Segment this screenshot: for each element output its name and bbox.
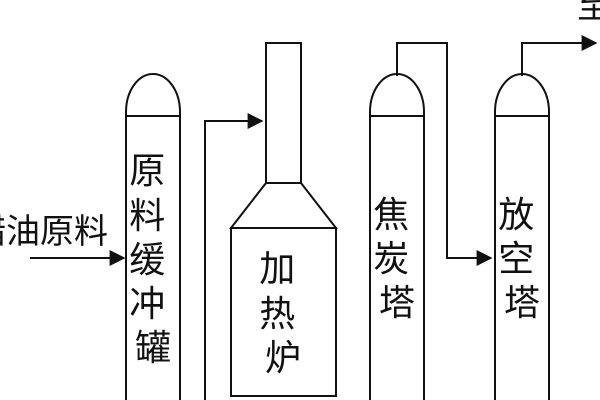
- blowdown-tower-vessel: [494, 73, 550, 400]
- coke-tower-label: 焦 炭 塔: [373, 195, 420, 324]
- furnace-char-1: 加: [259, 249, 295, 290]
- buffer-tank-char-2: 料: [129, 196, 165, 237]
- feed-label: 蜡油原料: [0, 212, 108, 252]
- buffer-tank-char-5: 罐: [135, 328, 171, 369]
- blowdown-tower-char-1: 放: [498, 195, 534, 236]
- buffer-tank-char-1: 原: [129, 151, 165, 192]
- coke-to-blowdown-line: [396, 42, 493, 266]
- coke-tower-char-2: 炭: [373, 239, 409, 280]
- furnace-stack: [265, 42, 302, 184]
- furnace-hood: [228, 182, 339, 229]
- furnace-label: 加 热 炉: [259, 249, 306, 379]
- coke-tower-char-1: 焦: [373, 195, 409, 236]
- buffer-tank-char-3: 缓: [129, 240, 165, 281]
- furnace-body: [230, 227, 337, 397]
- blowdown-tower-char-2: 空: [498, 239, 534, 280]
- coke-tower-vessel: [369, 73, 425, 400]
- furnace-char-2: 热: [259, 294, 295, 335]
- outlet-label: 至: [577, 0, 600, 27]
- blowdown-tower-char-3: 塔: [504, 283, 540, 324]
- blowdown-outlet-line: [521, 35, 598, 76]
- feed-to-furnace-line: [204, 113, 264, 400]
- buffer-tank-label: 原 料 缓 冲 罐: [129, 151, 176, 369]
- blowdown-tower-label: 放 空 塔: [498, 195, 545, 324]
- buffer-tank-vessel: [125, 73, 181, 400]
- buffer-tank-char-4: 冲: [129, 284, 165, 325]
- furnace-char-3: 炉: [265, 338, 301, 379]
- coke-tower-char-3: 塔: [379, 283, 415, 324]
